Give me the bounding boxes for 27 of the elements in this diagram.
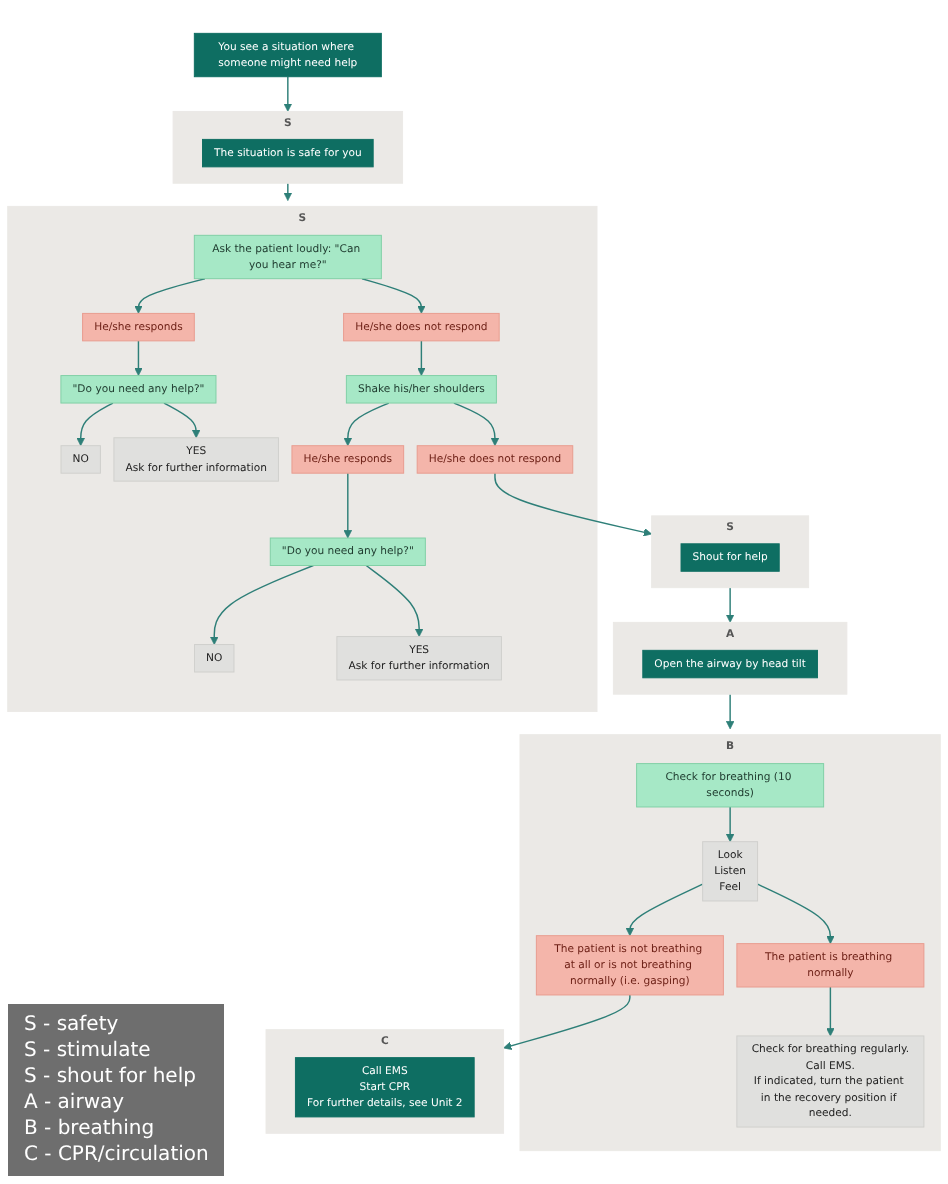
arrow — [625, 883, 704, 937]
key-entry: S - safety — [24, 1012, 121, 1038]
arrow — [283, 76, 293, 112]
key-entry: A - airway — [24, 1090, 127, 1116]
arrow — [826, 986, 835, 1037]
arrow — [725, 586, 735, 623]
arrow — [503, 994, 631, 1050]
arrow — [76, 402, 114, 447]
arrow — [163, 402, 201, 439]
arrow — [343, 472, 353, 539]
arrow — [756, 883, 835, 944]
key-entry: C - CPR/circulation — [24, 1142, 209, 1168]
key-entry: S - shout for help — [24, 1064, 198, 1090]
arrow — [210, 564, 315, 645]
arrow — [343, 402, 390, 447]
arrow — [725, 693, 735, 730]
arrow — [361, 277, 426, 314]
arrow — [134, 340, 143, 376]
arrow — [365, 564, 424, 637]
arrow — [494, 472, 652, 537]
arrow — [453, 402, 500, 447]
key-entry: B - breathing — [24, 1116, 157, 1142]
arrow — [134, 277, 206, 314]
key-entry: S - stimulate — [24, 1038, 153, 1064]
arrow — [417, 340, 426, 376]
arrow — [283, 182, 293, 201]
arrow — [725, 806, 735, 843]
